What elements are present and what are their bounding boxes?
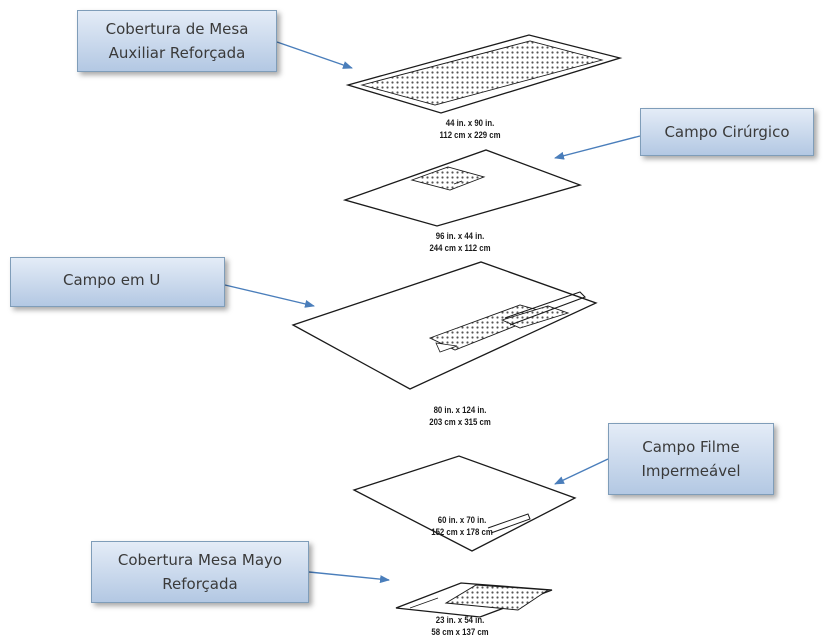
- callout-arrows: [224, 41, 641, 584]
- dimension-campo-cirurgico-imperial: 96 in. x 44 in.: [435, 231, 485, 242]
- arrow-campo-filme: [554, 458, 609, 485]
- dimension-mesa-auxiliar-imperial: 44 in. x 90 in.: [445, 118, 495, 129]
- arrow-mesa-auxiliar: [276, 41, 353, 69]
- dimension-mesa-mayo-metric: 58 cm x 137 cm: [431, 627, 489, 638]
- dimension-mesa-auxiliar: 44 in. x 90 in. 112 cm x 229 cm: [429, 118, 511, 142]
- callout-mesa-mayo-line1: Cobertura Mesa Mayo: [117, 551, 283, 569]
- drape-mesa-auxiliar: [345, 34, 623, 114]
- dimension-campo-cirurgico: 96 in. x 44 in. 244 cm x 112 cm: [419, 231, 501, 255]
- dimension-campo-filme: 60 in. x 70 in. 152 cm x 178 cm: [421, 515, 503, 539]
- drape-campo-u: [291, 261, 598, 390]
- callout-campo-filme-line1: Campo Filme: [642, 438, 740, 456]
- arrow-campo-cirurgico: [554, 135, 641, 160]
- dimension-mesa-auxiliar-metric: 112 cm x 229 cm: [439, 130, 501, 141]
- callout-campo-filme-line2: Impermeável: [641, 462, 741, 480]
- callout-campo-cirurgico-line1: Campo Cirúrgico: [664, 123, 790, 141]
- callout-campo-u: Campo em U: [10, 257, 225, 307]
- callout-campo-filme: Campo Filme Impermeável: [608, 423, 774, 495]
- callout-mesa-mayo: Cobertura Mesa Mayo Reforçada: [91, 541, 309, 603]
- callout-mesa-auxiliar-line1: Cobertura de Mesa: [105, 20, 249, 38]
- dimension-campo-cirurgico-metric: 244 cm x 112 cm: [429, 243, 491, 254]
- arrow-campo-u: [224, 284, 315, 308]
- callout-campo-cirurgico: Campo Cirúrgico: [640, 108, 814, 156]
- drape-campo-filme: [352, 455, 577, 552]
- dimension-mesa-mayo: 23 in. x 54 in. 58 cm x 137 cm: [419, 615, 501, 639]
- arrow-mesa-mayo: [308, 571, 390, 584]
- dimension-campo-u-metric: 203 cm x 315 cm: [429, 417, 491, 428]
- callout-mesa-mayo-line2: Reforçada: [162, 575, 238, 593]
- dimension-campo-u-imperial: 80 in. x 124 in.: [433, 405, 487, 416]
- callout-campo-u-line1: Campo em U: [63, 271, 161, 289]
- drape-campo-cirurgico: [342, 149, 583, 227]
- drape-mesa-mayo: [395, 582, 553, 618]
- dimension-campo-filme-imperial: 60 in. x 70 in.: [437, 515, 487, 526]
- dimension-campo-filme-metric: 152 cm x 178 cm: [431, 527, 493, 538]
- dimension-mesa-mayo-imperial: 23 in. x 54 in.: [435, 615, 485, 626]
- dimension-campo-u: 80 in. x 124 in. 203 cm x 315 cm: [419, 405, 501, 429]
- callout-mesa-auxiliar-line2: Auxiliar Reforçada: [108, 44, 246, 62]
- callout-mesa-auxiliar: Cobertura de Mesa Auxiliar Reforçada: [77, 10, 277, 72]
